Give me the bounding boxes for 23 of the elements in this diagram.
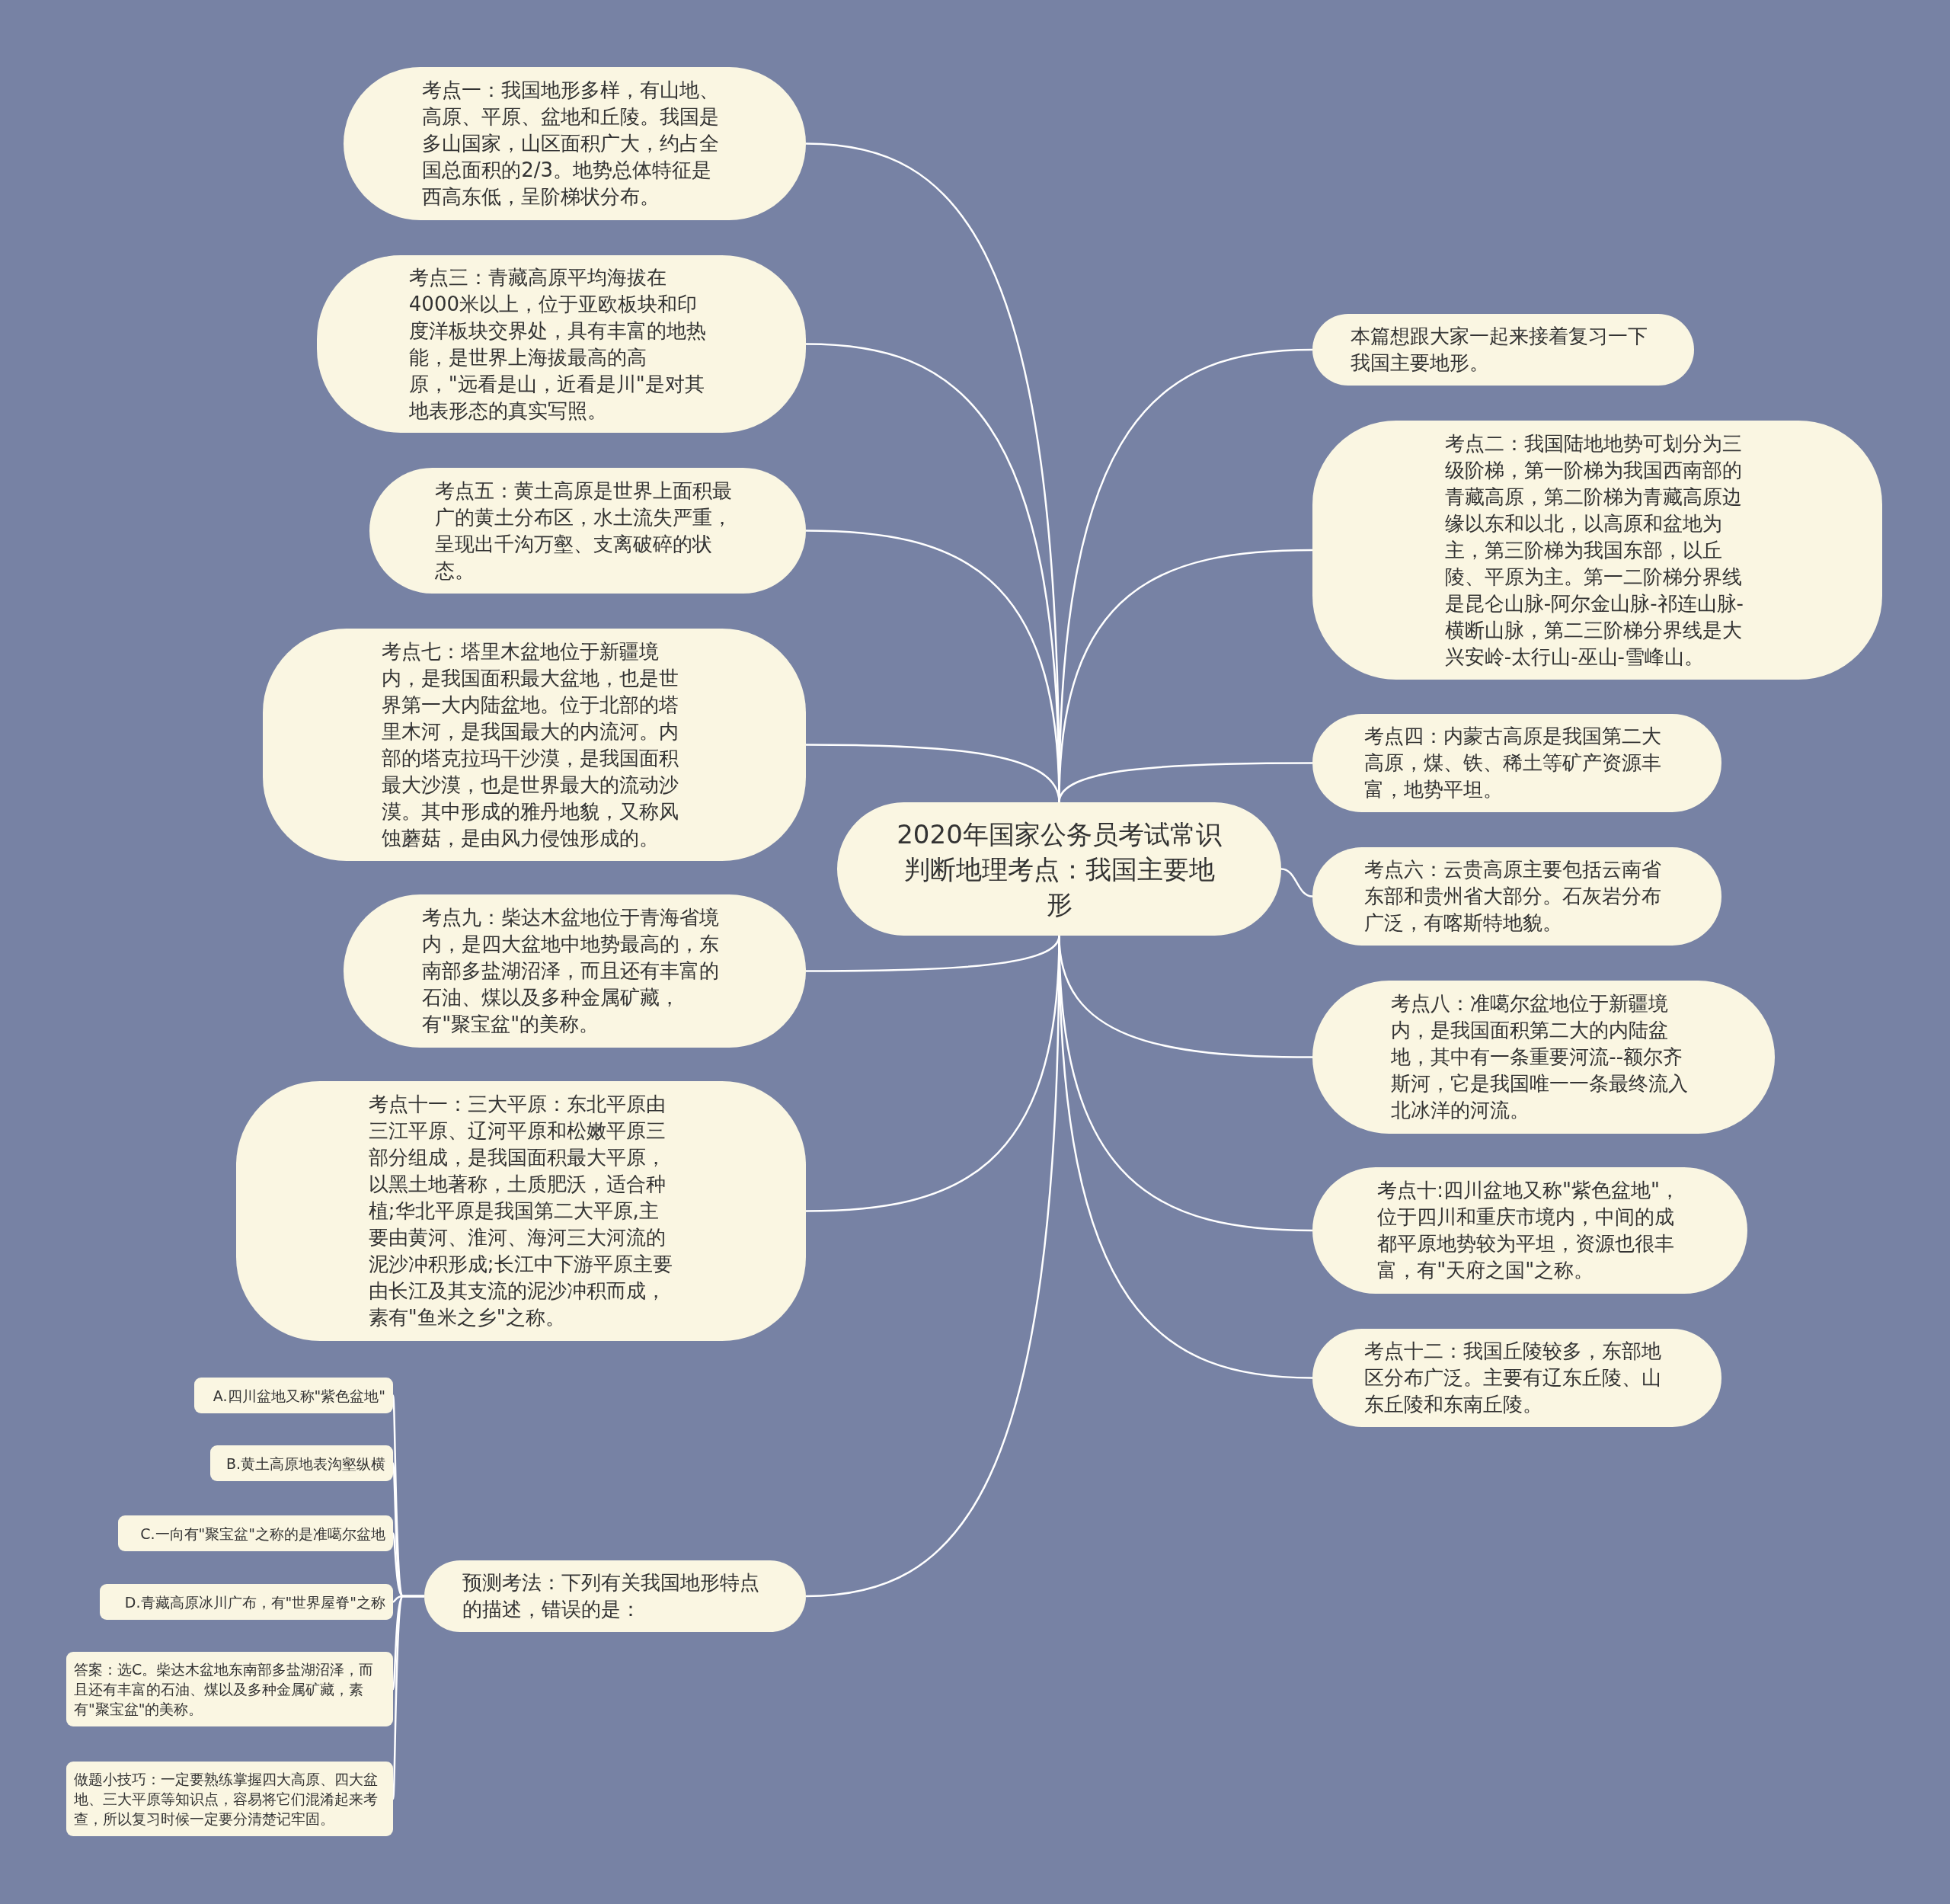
topic-bubble: 考点八：准噶尔盆地位于新疆境内，是我国面积第二大的内陆盆地，其中有一条重要河流--额尔齐斯河，它是我国唯一一条最终流入北冰洋的河流。 <box>1312 981 1775 1134</box>
connector-line <box>1280 868 1313 898</box>
option-box: A.四川盆地又称"紫色盆地" <box>194 1378 393 1413</box>
topic-bubble: 考点四：内蒙古高原是我国第二大高原，煤、铁、稀土等矿产资源丰富，地势平坦。 <box>1312 714 1721 812</box>
central-topic-bubble: 2020年国家公务员考试常识判断地理考点：我国主要地形 <box>837 802 1281 936</box>
topic-bubble: 预测考法：下列有关我国地形特点的描述，错误的是： <box>424 1560 806 1632</box>
topic-bubble: 考点三：青藏高原平均海拔在4000米以上，位于亚欧板块和印度洋板块交界处，具有丰富的地热能，是世界上海拔最高的高原，"远看是山，近看是川"是对其地表形态的真实写照。 <box>317 255 806 433</box>
topic-bubble: 考点二：我国陆地地势可划分为三级阶梯，第一阶梯为我国西南部的青藏高原，第二阶梯为青藏高原边缘以东和以北，以高原和盆地为主，第三阶梯为我国东部，以丘陵、平原为主。第一二阶梯分界线是昆仑山脉-阿尔金山脉-祁连山脉-横断山脉，第二三阶梯分界线是大兴安岭-太行山-巫山-雪峰山。 <box>1312 421 1882 680</box>
topic-bubble: 考点七：塔里木盆地位于新疆境内，是我国面积最大盆地，也是世界第一大内陆盆地。位于北部的塔里木河，是我国最大的内流河。内部的塔克拉玛干沙漠，是我国面积最大沙漠，也是世界最大的流动沙漠。其中形成的雅丹地貌，又称风蚀蘑菇，是由风力侵蚀形成的。 <box>263 629 806 861</box>
topic-bubble: 考点五：黄土高原是世界上面积最广的黄土分布区，水土流失严重，呈现出千沟万壑、支离破碎的状态。 <box>369 468 806 594</box>
topic-bubble: 本篇想跟大家一起来接着复习一下我国主要地形。 <box>1312 314 1694 386</box>
option-box: B.黄土高原地表沟壑纵横 <box>210 1445 393 1481</box>
option-box: C.一向有"聚宝盆"之称的是准噶尔盆地 <box>118 1515 393 1551</box>
connector-line <box>392 1595 424 1800</box>
note-box: 答案：选C。柴达木盆地东南部多盐湖沼泽，而且还有丰富的石油、煤以及多种金属矿藏，素有"聚宝盆"的美称。 <box>66 1652 393 1726</box>
option-box: D.青藏高原冰川广布，有"世界屋脊"之称 <box>100 1584 393 1620</box>
topic-bubble: 考点十二：我国丘陵较多，东部地区分布广泛。主要有辽东丘陵、山东丘陵和东南丘陵。 <box>1312 1329 1721 1427</box>
topic-bubble: 考点六：云贵高原主要包括云南省东部和贵州省大部分。石灰岩分布广泛，有喀斯特地貌。 <box>1312 847 1721 946</box>
topic-bubble: 考点十一：三大平原：东北平原由三江平原、辽河平原和松嫩平原三部分组成，是我国面积最大平原，以黑土地著称，土质肥沃，适合种植;华北平原是我国第二大平原,主要由黄河、淮河、海河三大河流的泥沙冲积形成;长江中下游平原主要由长江及其支流的泥沙冲积而成，素有"鱼米之乡"之称。 <box>236 1081 806 1341</box>
note-box: 做题小技巧：一定要熟练掌握四大高原、四大盆地、三大平原等知识点，容易将它们混淆起来考查，所以复习时候一定要分清楚记牢固。 <box>66 1762 393 1836</box>
topic-bubble: 考点十:四川盆地又称"紫色盆地"，位于四川和重庆市境内，中间的成都平原地势较为平坦，资源也很丰富，有"天府之国"之称。 <box>1312 1167 1747 1294</box>
topic-bubble: 考点九：柴达木盆地位于青海省境内，是四大盆地中地势最高的，东南部多盐湖沼泽，而且还有丰富的石油、煤以及多种金属矿藏，有"聚宝盆"的美称。 <box>344 894 806 1048</box>
topic-bubble: 考点一：我国地形多样，有山地、高原、平原、盆地和丘陵。我国是多山国家，山区面积广大，约占全国总面积的2/3。地势总体特征是西高东低，呈阶梯状分布。 <box>344 67 806 220</box>
